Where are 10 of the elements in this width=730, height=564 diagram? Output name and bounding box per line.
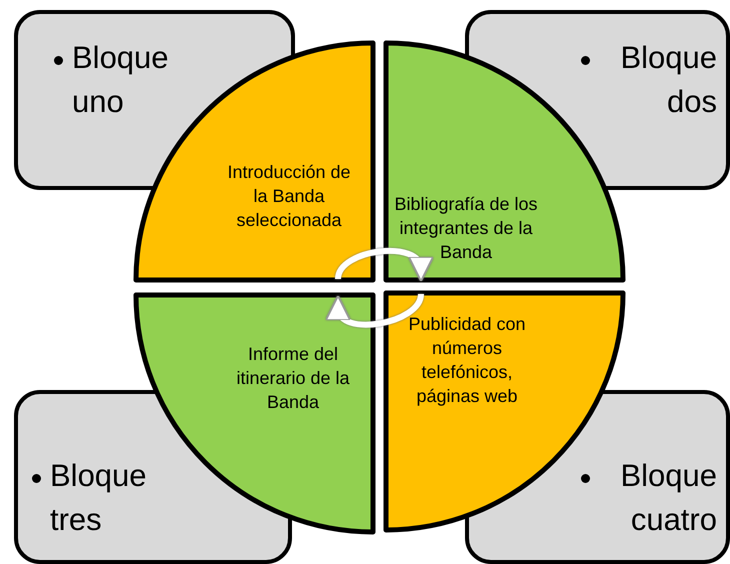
segment-text: Introducción de la Banda seleccionada [226, 161, 352, 232]
cycle-arrow [328, 293, 424, 328]
cycle-arrow [335, 248, 431, 282]
segment-text: Publicidad con números telefónicos, páginas web [407, 313, 527, 408]
block-title: Bloque uno [72, 39, 170, 121]
block-title: Bloque dos [619, 39, 717, 121]
segment-text: Informe del itinerario de la Banda [235, 343, 351, 414]
segment-text: Bibliografía de los integrantes de la Banda [393, 193, 539, 264]
block-title: Bloque tres [50, 457, 148, 539]
block-title: Bloque cuatro [619, 457, 717, 539]
